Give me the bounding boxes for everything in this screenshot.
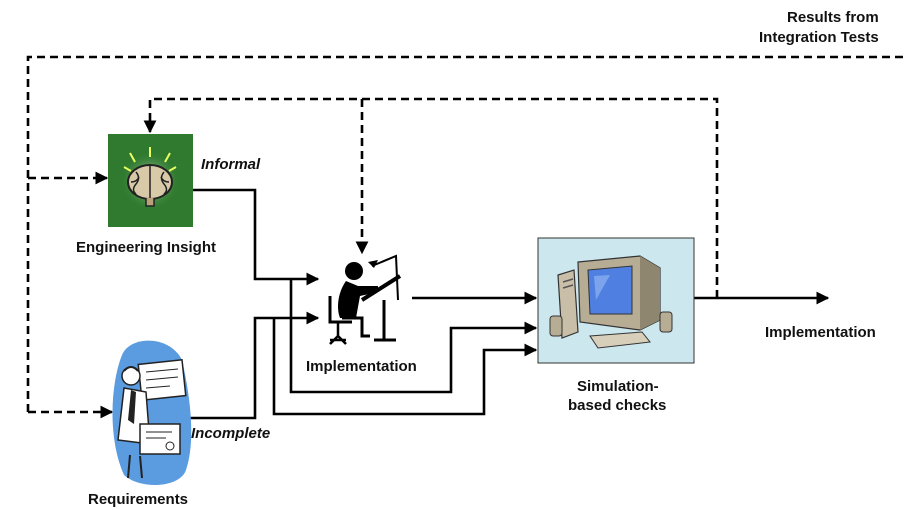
informal-label: Informal [201, 156, 261, 173]
results-label-line1: Results from [787, 9, 879, 26]
implementation-output-label: Implementation [765, 324, 876, 341]
incomplete-label: Incomplete [191, 425, 270, 442]
implementation-node [328, 254, 402, 345]
simulation-label-line1: Simulation- [577, 378, 659, 395]
results-label-line2: Integration Tests [759, 29, 879, 46]
flow-lines [185, 188, 830, 420]
engineering-insight-node [108, 134, 193, 227]
requirements-node [112, 340, 192, 486]
feedback-lines [26, 55, 903, 419]
simulation-label-line2: based checks [568, 397, 666, 414]
computer-icon [549, 255, 673, 349]
simulation-node [537, 237, 695, 364]
brain-icon [120, 147, 180, 211]
requirements-label: Requirements [88, 491, 188, 508]
reading-man-icon [112, 340, 192, 486]
implementation-center-label: Implementation [306, 358, 417, 375]
drafting-person-icon [328, 254, 402, 345]
engineering-insight-label: Engineering Insight [76, 239, 216, 256]
